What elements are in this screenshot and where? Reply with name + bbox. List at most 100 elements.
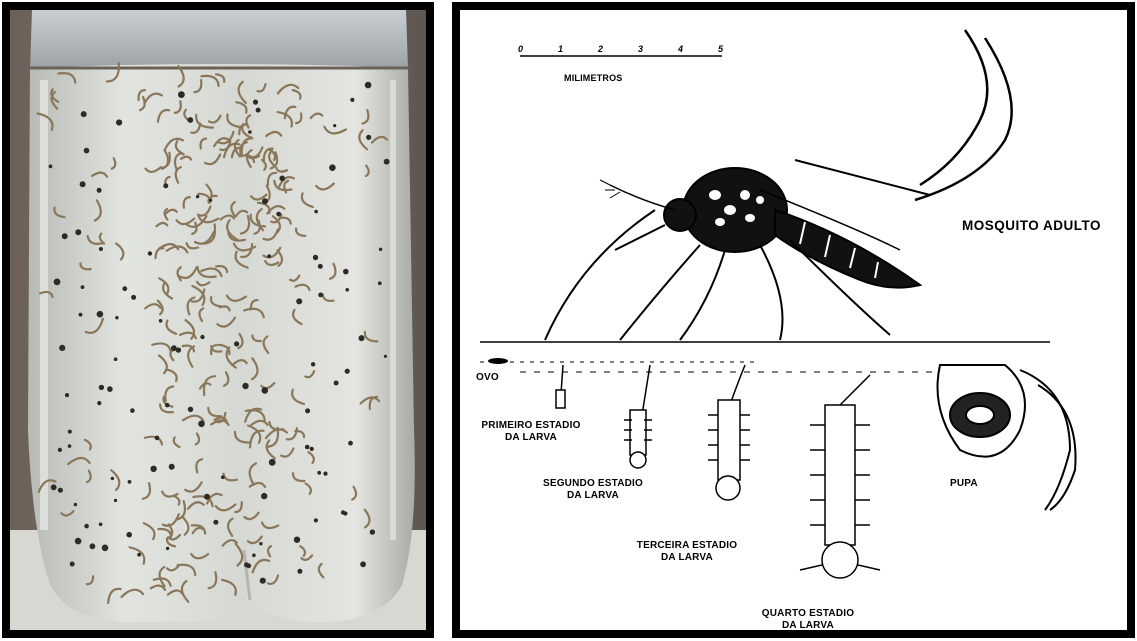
pupa-dot <box>99 247 103 251</box>
pupa-dot <box>126 532 132 538</box>
pupa-dot <box>81 111 87 117</box>
scale-tick-2: 2 <box>598 44 603 54</box>
pupa-dot <box>68 444 72 448</box>
life-cycle-diagram: 0 1 2 3 4 5 MILIMETROS MOSQUITO ADULTO O… <box>452 2 1135 638</box>
pupa-dot <box>188 407 193 412</box>
pupa-dot <box>317 471 321 475</box>
egg-illustration <box>488 358 508 364</box>
larva-third-instar-illustration <box>708 365 750 500</box>
pupa-dot <box>350 98 354 102</box>
pupa-dot <box>102 545 109 552</box>
pupa-dot <box>54 279 61 286</box>
pupa-dot <box>379 248 382 251</box>
larva-second-instar-label: SEGUNDO ESTADIO DA LARVA <box>530 478 656 502</box>
pupa-dot <box>305 445 310 450</box>
egg-label: OVO <box>476 372 499 384</box>
pupa-dot <box>296 298 302 304</box>
pupa-dot <box>279 176 285 182</box>
pupa-dot <box>310 447 314 451</box>
pupa-dot <box>150 466 156 472</box>
pupa-dot <box>318 293 323 298</box>
pupa-dot <box>276 212 281 217</box>
pupa-dot <box>244 562 249 567</box>
pupa-dot <box>384 355 387 358</box>
pupa-dot <box>323 472 327 476</box>
larva-fourth-instar-illustration <box>800 375 880 578</box>
pupa-dot <box>178 91 185 98</box>
pupa-dot <box>261 493 267 499</box>
pupa-dot <box>198 421 205 428</box>
larvae-bottle-photo <box>2 2 434 638</box>
pupa-dot <box>370 529 375 534</box>
pupa-dot <box>343 269 349 275</box>
pupa-dot <box>116 119 122 125</box>
pupa-dot <box>128 480 132 484</box>
pupa-dot <box>58 448 62 452</box>
pupa-dot <box>74 503 77 506</box>
pupa-dot <box>171 345 177 351</box>
scale-tick-0: 0 <box>518 44 523 54</box>
scale-unit-label: MILIMETROS <box>564 72 623 84</box>
pupa-dot <box>345 369 350 374</box>
pupa-dot <box>297 569 302 574</box>
pupa-dot <box>204 494 210 500</box>
pupa-dot <box>311 362 315 366</box>
pupa-dot <box>341 510 345 514</box>
pupa-dot <box>159 319 163 323</box>
pupa-dot <box>169 464 175 470</box>
pupa-dot <box>333 124 336 127</box>
pupa-dot <box>114 357 118 361</box>
pupa-dot <box>75 229 81 235</box>
pupa-dot <box>70 562 75 567</box>
pupa-dot <box>99 523 103 527</box>
pupa-dot <box>269 459 276 466</box>
pupa-dot <box>187 117 193 123</box>
pupa-dot <box>130 408 135 413</box>
pupa-dot <box>334 381 339 386</box>
pupa-dot <box>221 475 225 479</box>
pupa-dot <box>259 542 262 545</box>
pupa-dot <box>111 477 114 480</box>
pupa-dot <box>97 401 101 405</box>
pupa-dot <box>131 295 136 300</box>
pupa-dot <box>58 488 63 493</box>
pupa-dot <box>318 264 323 269</box>
pupa-dot <box>213 520 218 525</box>
pupa-dot <box>148 251 152 255</box>
pupa-dot <box>163 183 168 188</box>
pupa-dot <box>137 553 141 557</box>
pupa-dot <box>262 387 269 394</box>
pupa-dot <box>253 100 258 105</box>
pupa-dot <box>260 578 266 584</box>
pupa-label: PUPA <box>950 478 978 490</box>
pupa-dot <box>115 316 118 319</box>
pupa-dot <box>329 164 336 171</box>
pupa-dot <box>75 538 82 545</box>
pupa-dot <box>348 441 353 446</box>
pupa-dot <box>155 436 160 441</box>
pupa-dot <box>365 82 372 89</box>
pupa-dot <box>49 165 53 169</box>
pupa-dot <box>80 181 86 187</box>
pupa-dot <box>267 254 271 258</box>
bottle-photo-image <box>10 10 426 630</box>
pupa-dot <box>81 285 85 289</box>
pupa-dot <box>345 288 349 292</box>
pupa-dot <box>166 547 169 550</box>
pupa-dot <box>234 341 239 346</box>
pupa-dot <box>248 130 252 134</box>
scale-tick-4: 4 <box>678 44 683 54</box>
pupa-dot <box>305 408 310 413</box>
larva-first-instar-label: PRIMEIRO ESTADIO DA LARVA <box>468 420 594 444</box>
larva-second-instar-illustration <box>624 365 652 468</box>
pupa-dot <box>252 554 256 558</box>
pupa-dot <box>84 148 90 154</box>
adult-mosquito-label: MOSQUITO ADULTO <box>962 220 1101 232</box>
pupa-dot <box>65 393 69 397</box>
pupa-dot <box>313 255 318 260</box>
pupa-dot <box>209 199 212 202</box>
scale-tick-1: 1 <box>558 44 563 54</box>
larva-fourth-instar-label: QUARTO ESTADIO DA LARVA <box>745 608 871 630</box>
pupa-dot <box>165 403 170 408</box>
